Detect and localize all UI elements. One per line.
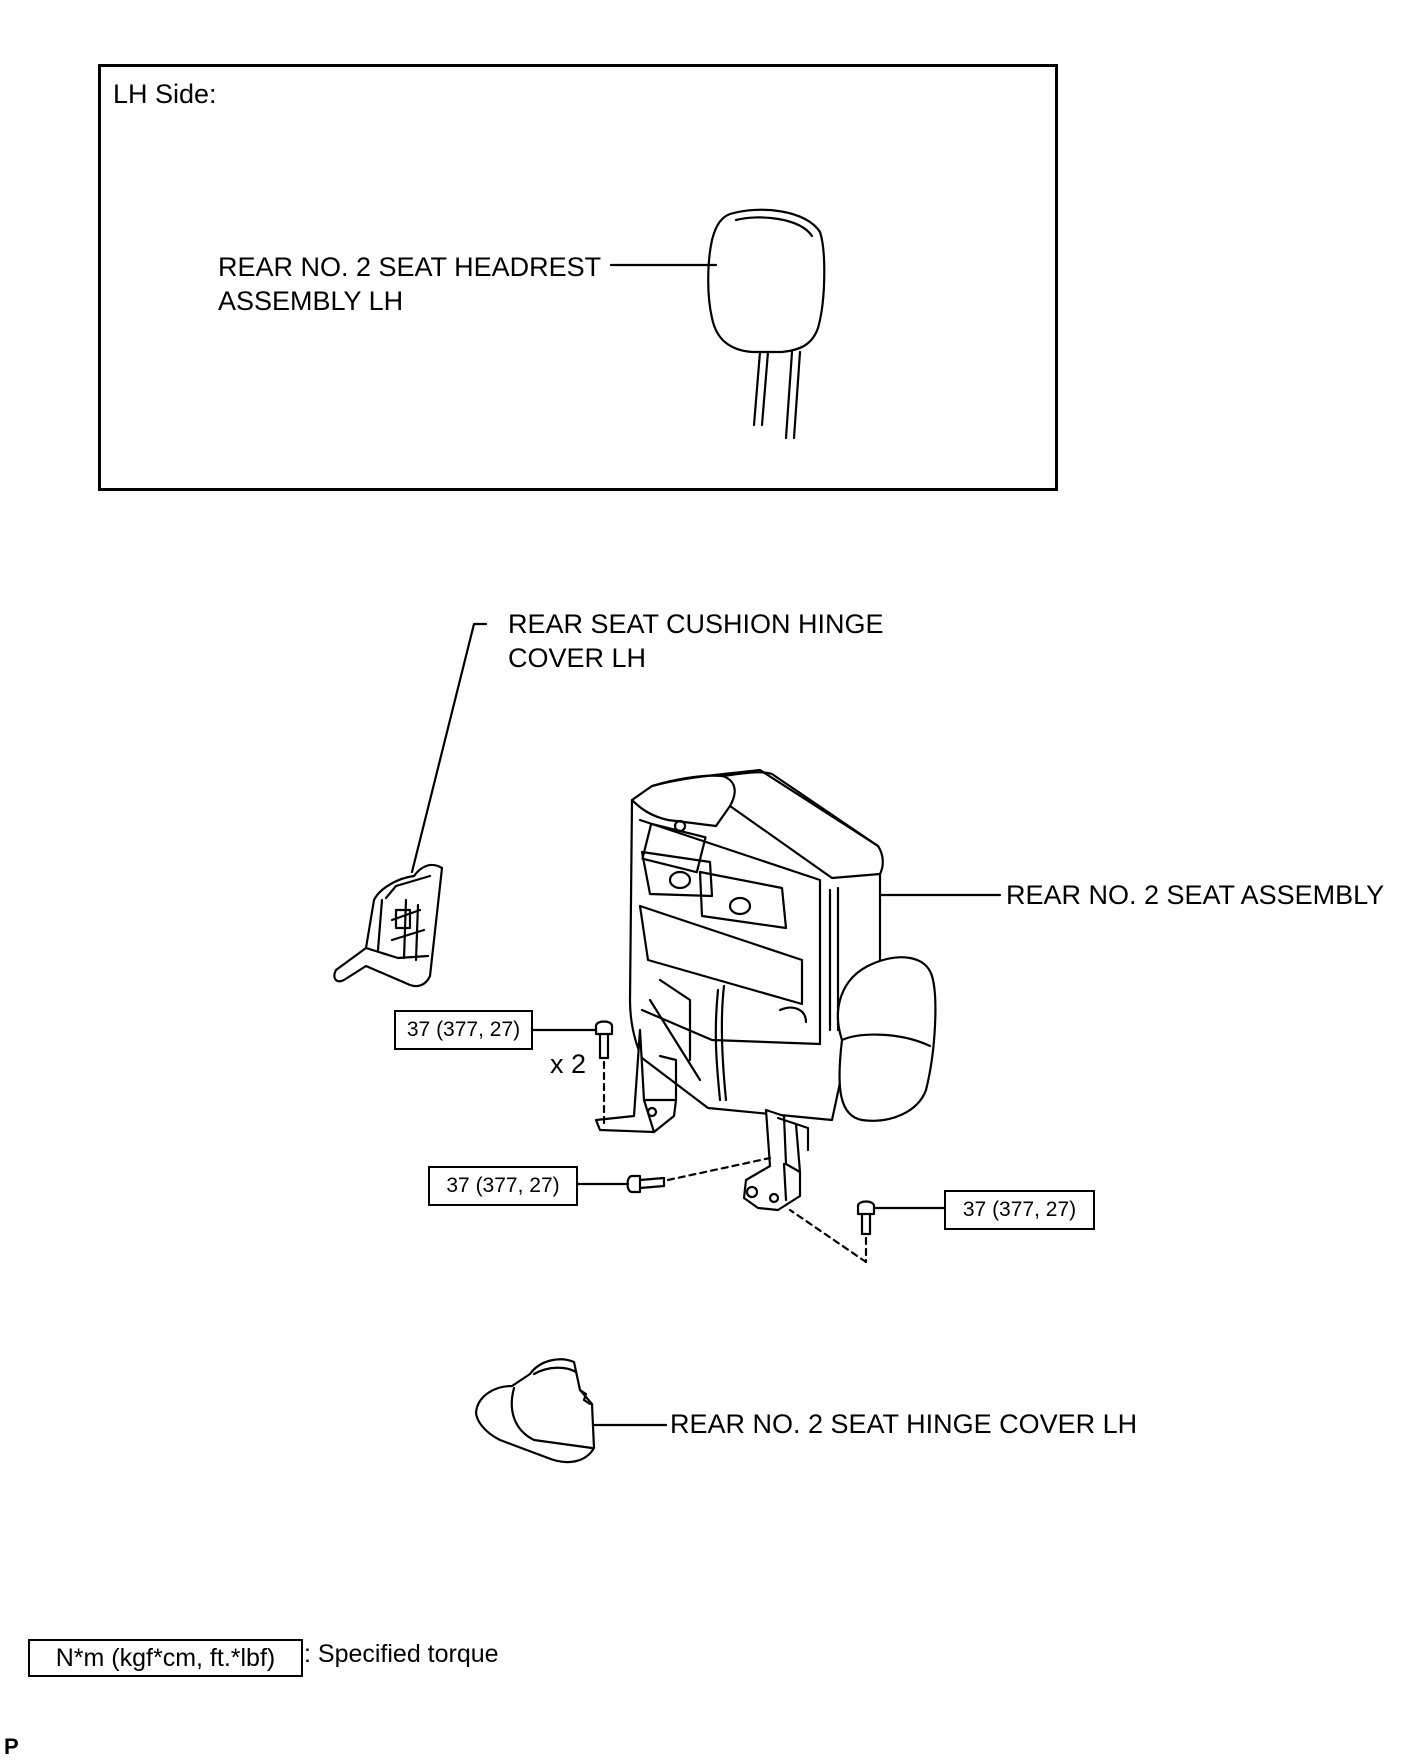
- inset-title: LH Side:: [113, 79, 217, 109]
- center-hinge-bracket-illustration: [742, 1108, 810, 1212]
- bolt-middle: [626, 1174, 666, 1194]
- label-cushion-cover-line1: REAR SEAT CUSHION HINGE: [508, 609, 884, 639]
- legend-unit-box: N*m (kgf*cm, ft.*lbf): [28, 1639, 303, 1677]
- headrest-illustration: [707, 208, 826, 440]
- cushion-cover-leader-line: [410, 622, 488, 874]
- left-hinge-bracket-illustration: [594, 1028, 678, 1134]
- label-headrest-line1: REAR NO. 2 SEAT HEADREST: [218, 252, 602, 282]
- seat-hinge-cover-illustration: [474, 1358, 596, 1464]
- legend-description: : Specified torque: [304, 1640, 499, 1668]
- seat-assembly-illustration: [628, 768, 884, 1122]
- corner-mark: P: [4, 1734, 19, 1759]
- label-cushion-cover-line2: COVER LH: [508, 643, 647, 673]
- label-seat-assembly: REAR NO. 2 SEAT ASSEMBLY: [1006, 880, 1385, 910]
- armrest-illustration: [836, 956, 937, 1122]
- torque-box-right: 37 (377, 27): [944, 1190, 1095, 1230]
- label-upper-qty: x 2: [550, 1049, 587, 1079]
- bolt-right: [856, 1200, 876, 1236]
- right-bolt-install-path: [788, 1208, 868, 1264]
- cushion-hinge-cover-illustration: [333, 863, 444, 988]
- middle-bolt-install-path: [666, 1156, 772, 1182]
- torque-box-middle: 37 (377, 27): [428, 1166, 578, 1206]
- torque-box-upper: 37 (377, 27): [394, 1010, 533, 1050]
- lh-side-inset-frame: [98, 64, 1058, 491]
- label-headrest-line2: ASSEMBLY LH: [218, 286, 404, 316]
- label-seat-hinge-cover: REAR NO. 2 SEAT HINGE COVER LH: [670, 1409, 1138, 1439]
- bolt-upper-left: [594, 1020, 614, 1060]
